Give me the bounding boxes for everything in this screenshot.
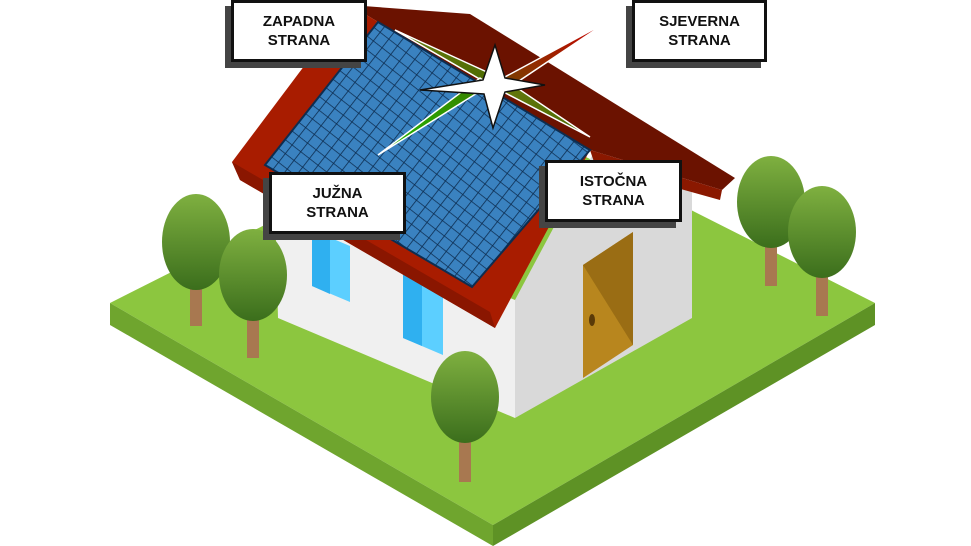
solar-panel <box>263 20 592 289</box>
label-west-line1: ZAPADNA <box>262 13 336 30</box>
label-north-line1: SJEVERNA <box>659 13 740 30</box>
label-north-line2: STRANA <box>668 32 731 49</box>
compass-rose <box>377 21 608 156</box>
label-south-side: JUŽNA STRANA <box>269 172 406 234</box>
trees <box>162 156 856 482</box>
label-south-line1: JUŽNA <box>312 185 363 202</box>
label-east-line1: ISTOČNA <box>579 173 648 190</box>
label-west-line2: STRANA <box>267 32 331 49</box>
label-east-side: ISTOČNA STRANA <box>545 160 682 222</box>
compass-star <box>419 42 546 131</box>
label-west-side: ZAPADNA STRANA <box>231 0 367 62</box>
label-north-side: SJEVERNA STRANA <box>632 0 767 62</box>
label-south-line2: STRANA <box>306 204 369 221</box>
label-east-line2: STRANA <box>582 192 645 209</box>
